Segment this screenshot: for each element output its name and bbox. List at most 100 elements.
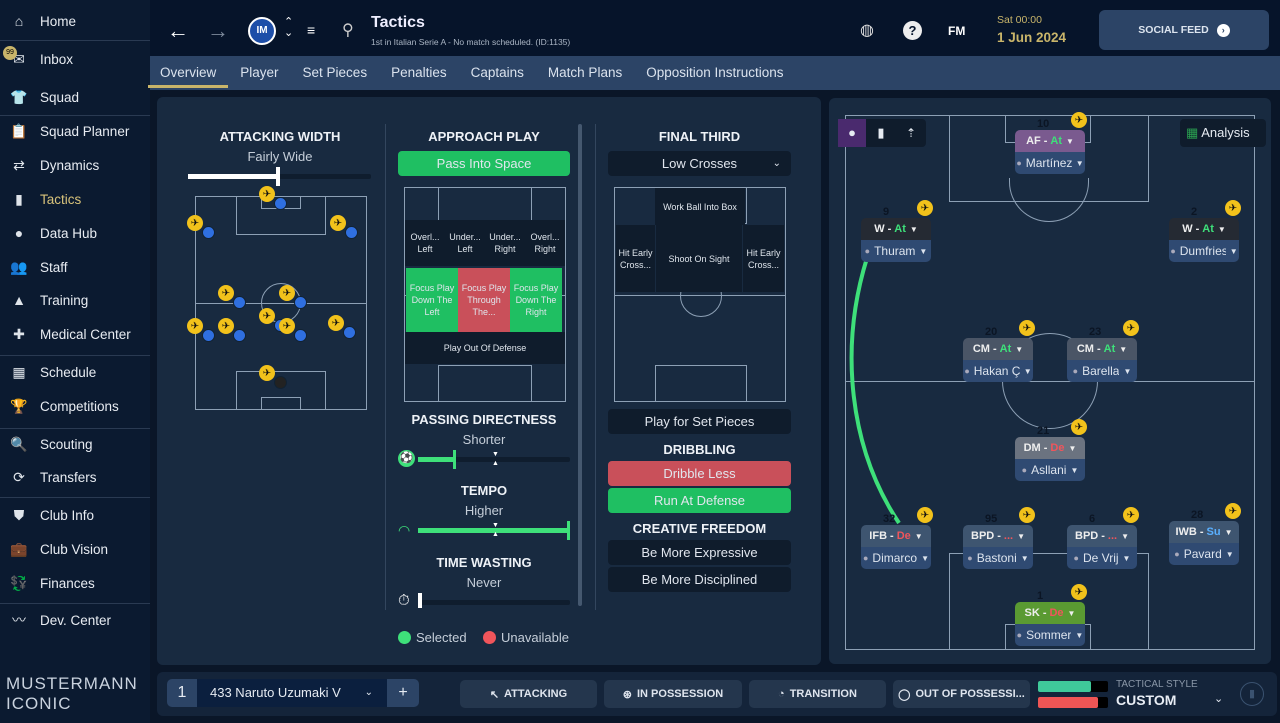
attacking-width-slider[interactable] [188, 167, 371, 186]
tactic-select[interactable]: 433 Naruto Uzumaki V⌄ [197, 679, 387, 707]
sidebar-item-squad-planner[interactable]: 📋Squad Planner [0, 116, 150, 146]
player-card[interactable]: IFB-De▼●Dimarco▼ [861, 525, 931, 569]
sidebar-item-squad[interactable]: 👕Squad [0, 82, 150, 112]
sidebar-item-dynamics[interactable]: ⇄Dynamics [0, 150, 150, 180]
sidebar-item-club-vision[interactable]: 💼Club Vision [0, 534, 150, 564]
slider-handle[interactable] [453, 450, 456, 469]
player-name-dropdown[interactable]: ●Asllani▼ [1015, 459, 1085, 481]
menu-icon[interactable]: ≡ [307, 22, 316, 38]
attacking-button[interactable]: ↖ATTACKING [460, 680, 597, 708]
stats-icon[interactable]: ▮ [1240, 682, 1264, 706]
player-dot[interactable] [202, 329, 215, 342]
sidebar-item-training[interactable]: ▲Training [0, 285, 150, 315]
player-dot[interactable] [274, 197, 287, 210]
be-more-disciplined-button[interactable]: Be More Disciplined [608, 567, 791, 592]
tab-opposition-instructions[interactable]: Opposition Instructions [646, 65, 784, 80]
approach-mid-cell[interactable]: Focus Play Through The... [458, 268, 510, 332]
player-dot[interactable] [294, 296, 307, 309]
player-dot[interactable] [202, 226, 215, 239]
sidebar-item-transfers[interactable]: ⟳Transfers [0, 462, 150, 492]
player-role-dropdown[interactable]: IWB-Su▼ [1169, 521, 1239, 543]
player-role-dropdown[interactable]: BPD-...▼ [1067, 525, 1137, 547]
player-dot[interactable] [233, 296, 246, 309]
club-switch-icon[interactable]: ⌃⌄ [284, 16, 294, 39]
player-name-dropdown[interactable]: ●De Vrij▼ [1067, 547, 1137, 569]
approach-top-cell[interactable]: Under... Left [445, 220, 485, 266]
stats-view-icon[interactable]: ▮ [877, 125, 885, 140]
tab-player[interactable]: Player [240, 65, 279, 80]
player-card[interactable]: BPD-...▼●Bastoni▼ [963, 525, 1033, 569]
slider-handle[interactable] [418, 593, 422, 608]
sidebar-item-competitions[interactable]: 🏆Competitions [0, 391, 150, 421]
shoot-on-sight-cell[interactable]: Shoot On Sight [656, 225, 742, 292]
sidebar-item-tactics[interactable]: ▮Tactics [0, 184, 150, 214]
sidebar-item-finances[interactable]: 💱Finances [0, 568, 150, 598]
player-name-dropdown[interactable]: ●Sommer▼ [1015, 624, 1085, 646]
player-dot[interactable] [233, 329, 246, 342]
time-wasting-slider[interactable] [418, 593, 570, 608]
player-role-dropdown[interactable]: CM-At▼ [1067, 338, 1137, 360]
hit-early-cross-right-cell[interactable]: Hit Early Cross... [743, 225, 784, 292]
pass-into-space-button[interactable]: Pass Into Space [398, 151, 570, 176]
player-name-dropdown[interactable]: ●Thuram▼ [861, 240, 931, 262]
hit-early-cross-left-cell[interactable]: Hit Early Cross... [616, 225, 655, 292]
player-dot[interactable] [294, 329, 307, 342]
player-card[interactable]: CM-At▼●Hakan Çalh...▼ [963, 338, 1033, 382]
player-card[interactable]: BPD-...▼●De Vrij▼ [1067, 525, 1137, 569]
player-role-dropdown[interactable]: BPD-...▼ [963, 525, 1033, 547]
be-more-expressive-button[interactable]: Be More Expressive [608, 540, 791, 565]
play-for-set-pieces-button[interactable]: Play for Set Pieces [608, 409, 791, 434]
dribble-less-button[interactable]: Dribble Less [608, 461, 791, 486]
sidebar-item-data-hub[interactable]: ●Data Hub [0, 218, 150, 248]
out-of-possession-button[interactable]: ◯OUT OF POSSESSI... [893, 680, 1030, 708]
passing-directness-slider[interactable]: ▼▲ [418, 450, 570, 469]
fm-button[interactable]: FM [948, 24, 966, 38]
player-name-dropdown[interactable]: ●Dimarco▼ [861, 547, 931, 569]
tab-overview[interactable]: Overview [148, 56, 229, 90]
scrollbar[interactable] [578, 124, 582, 606]
player-name-dropdown[interactable]: ●Bastoni▼ [963, 547, 1033, 569]
instructions-view-icon[interactable]: ⇡ [905, 126, 917, 140]
sidebar-item-staff[interactable]: 👥Staff [0, 252, 150, 282]
player-role-dropdown[interactable]: SK-De▼ [1015, 602, 1085, 624]
player-role-dropdown[interactable]: AF-At▼ [1015, 130, 1085, 152]
player-role-dropdown[interactable]: DM-De▼ [1015, 437, 1085, 459]
work-ball-into-box-cell[interactable]: Work Ball Into Box [655, 188, 745, 225]
player-card[interactable]: CM-At▼●Barella▼ [1067, 338, 1137, 382]
player-card[interactable]: W-At▼●Dumfries▼ [1169, 218, 1239, 262]
globe-icon[interactable]: ◍ [860, 22, 874, 39]
sidebar-item-dev-center[interactable]: 〰Dev. Center [0, 605, 150, 635]
tab-captains[interactable]: Captains [470, 65, 524, 80]
player-dot[interactable] [343, 326, 356, 339]
tactical-style-value[interactable]: CUSTOM [1116, 692, 1177, 708]
add-tactic-button[interactable]: + [387, 679, 419, 707]
approach-mid-cell[interactable]: Focus Play Down The Left [406, 268, 458, 332]
sidebar-item-scouting[interactable]: 🔍Scouting [0, 429, 150, 459]
player-card[interactable]: AF-At▼●Martínez▼ [1015, 130, 1085, 174]
approach-top-cell[interactable]: Overl... Right [525, 220, 565, 266]
play-out-of-defense-cell[interactable]: Play Out Of Defense [405, 332, 565, 364]
tab-penalties[interactable]: Penalties [391, 65, 447, 80]
player-dot[interactable] [345, 226, 358, 239]
current-date[interactable]: 1 Jun 2024 [997, 30, 1067, 45]
player-card[interactable]: DM-De▼●Asllani▼ [1015, 437, 1085, 481]
player-role-dropdown[interactable]: W-At▼ [1169, 218, 1239, 240]
player-name-dropdown[interactable]: ●Barella▼ [1067, 360, 1137, 382]
slider-handle[interactable] [567, 521, 570, 540]
tempo-slider[interactable]: ▼▲ [418, 521, 570, 540]
sidebar-item-home[interactable]: ⌂Home [0, 6, 150, 36]
approach-top-cell[interactable]: Under... Right [485, 220, 525, 266]
approach-top-cell[interactable]: Overl... Left [405, 220, 445, 266]
player-card[interactable]: IWB-Su▼●Pavard▼ [1169, 521, 1239, 565]
sidebar-item-schedule[interactable]: ▦Schedule [0, 357, 150, 387]
tab-match-plans[interactable]: Match Plans [547, 65, 623, 80]
tab-set-pieces[interactable]: Set Pieces [302, 65, 368, 80]
help-icon[interactable]: ? [903, 21, 922, 40]
player-role-dropdown[interactable]: IFB-De▼ [861, 525, 931, 547]
back-icon[interactable]: ← [167, 18, 189, 43]
run-at-defense-button[interactable]: Run At Defense [608, 488, 791, 513]
player-view-icon[interactable]: ● [838, 119, 866, 147]
player-name-dropdown[interactable]: ●Dumfries▼ [1169, 240, 1239, 262]
analysis-button[interactable]: ▦ Analysis [1180, 119, 1266, 147]
